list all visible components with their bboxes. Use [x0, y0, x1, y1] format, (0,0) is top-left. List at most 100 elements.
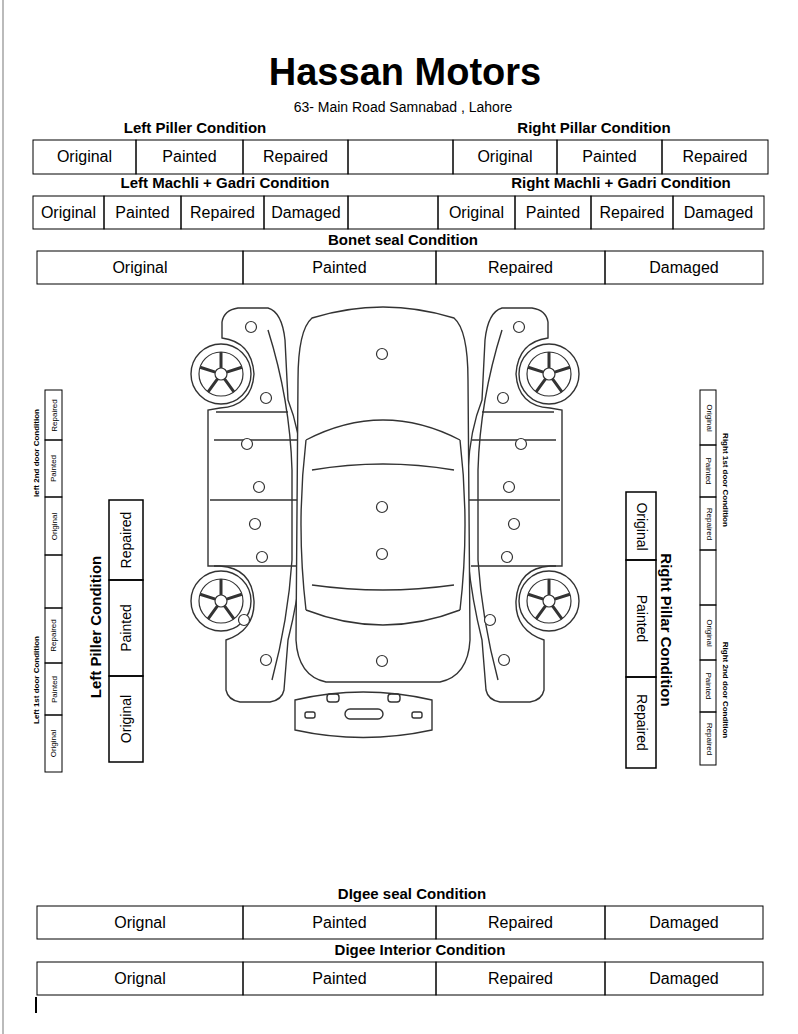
wheel: [519, 344, 579, 404]
car-outline: [208, 307, 562, 738]
table-cell: [33, 140, 136, 174]
check-point: [254, 482, 265, 493]
table-cell: [453, 140, 557, 174]
table-cell-text: Original: [35, 142, 134, 172]
section-heading: Left Machli + Gadri Condition: [65, 173, 385, 193]
table-cell-text: Painted: [245, 253, 434, 282]
table-cell: [700, 497, 716, 550]
table-cell: [243, 140, 348, 174]
table-cell-text: Repaired: [592, 198, 672, 227]
table-cell: [45, 390, 62, 440]
bumper-light: [327, 694, 339, 702]
table-cell-text: Painted: [559, 142, 660, 172]
table-cell: [109, 500, 143, 580]
section-heading: Right Pillar Condition: [444, 118, 744, 138]
table-cell: [45, 497, 62, 555]
section-heading: Bonet seal Condition: [253, 230, 553, 250]
table-cell: [109, 676, 143, 762]
table-cell: [673, 196, 764, 229]
table-cell-text: Painted: [138, 142, 241, 172]
text-cursor: [35, 997, 37, 1013]
table-cell-text: Repaired: [664, 142, 766, 172]
table-cell: [605, 962, 763, 995]
table-cell: [605, 906, 763, 939]
car-wheels: [191, 344, 579, 631]
table-cell-text: Damaged: [674, 198, 763, 227]
table-cell-text: Painted: [46, 441, 61, 496]
table-cell: [700, 712, 716, 765]
table-cell: [557, 140, 662, 174]
car-side-line: [478, 330, 502, 680]
table-cell-text: Damaged: [607, 964, 761, 993]
table-cell-text: Original: [628, 494, 655, 558]
table-cell-text: Repaired: [46, 609, 61, 662]
table-cell-text: Original: [701, 606, 715, 659]
check-point: [261, 393, 272, 404]
check-point: [250, 519, 261, 530]
section-heading: Left Piller Condition: [45, 118, 345, 138]
form-title: Hassan Motors: [195, 49, 615, 95]
check-points: [239, 322, 527, 667]
check-point: [261, 655, 272, 666]
check-point: [498, 393, 509, 404]
check-point: [246, 322, 257, 333]
wheel: [519, 571, 579, 631]
side-heading: Left Piller Condition: [86, 517, 106, 737]
table-cell: [626, 560, 656, 677]
car-door-line: [469, 412, 560, 566]
check-point: [504, 482, 515, 493]
table-cell-text: Repaired: [46, 391, 61, 439]
check-point: [377, 502, 388, 513]
table-cell: [45, 440, 62, 497]
check-point: [377, 349, 388, 360]
check-point: [239, 615, 250, 626]
table-cell: [243, 962, 436, 995]
table-cell: [605, 251, 763, 284]
table-cell-text: Painted: [628, 562, 655, 675]
table-cell-text: Repaired: [438, 964, 603, 993]
table-cell: [700, 605, 716, 660]
table-cell: [181, 196, 264, 229]
car-bumper: [295, 692, 432, 738]
table-cell-text: Original: [701, 391, 715, 444]
section-heading: DIgee seal Condition: [262, 884, 562, 904]
table-cell-text: Painted: [111, 582, 141, 674]
table-cell: [348, 196, 438, 229]
table-cell: [45, 608, 62, 663]
table-cell: [136, 140, 243, 174]
table-cell-text: Painted: [105, 198, 180, 227]
table-cell: [626, 492, 656, 560]
check-point: [257, 552, 268, 563]
bumper-vent: [305, 712, 315, 718]
table-cell: [264, 196, 348, 229]
table-cell: [591, 196, 673, 229]
table-cell-text: Original: [455, 142, 555, 172]
table-cell: [436, 906, 605, 939]
address-text: 63- Main Road Samnabad , Lahore: [193, 98, 613, 116]
table-cell-text: Repaired: [438, 908, 603, 937]
table-cell-text: Damaged: [607, 908, 761, 937]
car-side-line: [268, 330, 292, 680]
check-point: [499, 655, 510, 666]
table-cell-text: Original: [40, 253, 240, 282]
table-cell: [438, 196, 515, 229]
table-cell: [104, 196, 181, 229]
check-point: [377, 549, 388, 560]
table-cell-text: Painted: [701, 446, 715, 496]
table-cell-text: Damaged: [607, 253, 761, 282]
table-cell-text: Repaired: [628, 679, 655, 766]
table-cell: [33, 196, 104, 229]
table-cell: [109, 580, 143, 676]
table-cell-text: Painted: [245, 964, 434, 993]
bumper-body: [295, 692, 432, 738]
table-cell-text: Painted: [46, 664, 61, 714]
section-heading: Digee Interior Condition: [270, 940, 570, 960]
page-edge: [2, 0, 4, 1034]
car-top-view: [296, 307, 470, 682]
table-cell-text: Orignal: [40, 964, 240, 993]
table-cell-text: Orignal: [40, 908, 240, 937]
side-heading: left 2nd door Condition: [31, 388, 43, 518]
table-cell-text: Original: [439, 198, 514, 227]
table-cell-text: Original: [46, 498, 61, 554]
check-point: [377, 656, 388, 667]
